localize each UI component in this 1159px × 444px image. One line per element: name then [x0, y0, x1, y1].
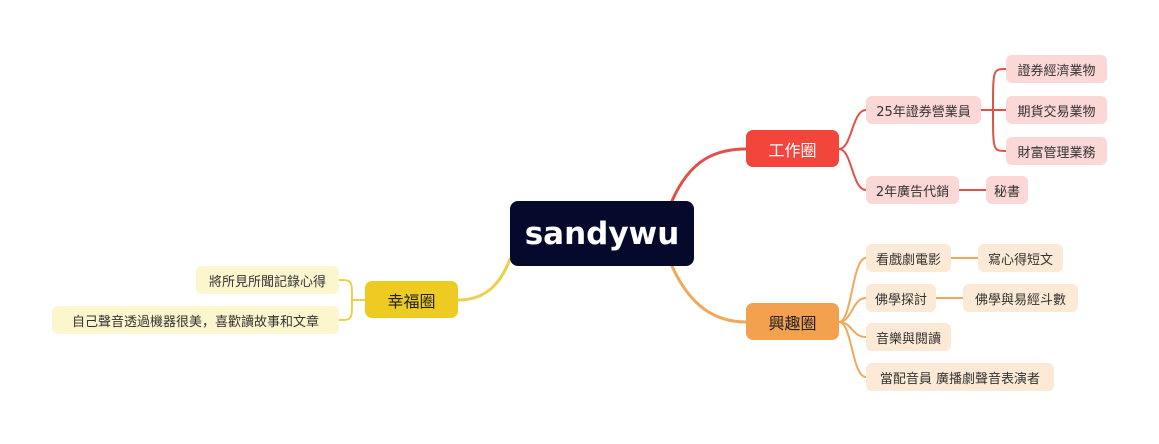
topic-securities-business[interactable]: 證券經濟業物 [1006, 55, 1107, 83]
branch-happiness-circle[interactable]: 幸福圈 [365, 281, 458, 318]
link-root-happy [456, 257, 512, 302]
branch-interest-circle[interactable]: 興趣圈 [746, 303, 839, 340]
link-interest-voice [838, 321, 867, 378]
link-work-securities [838, 109, 867, 150]
topic-music-reading[interactable]: 音樂與閱讀 [866, 323, 951, 351]
link-work-ads [838, 148, 867, 191]
branch-work-circle[interactable]: 工作圈 [746, 130, 839, 167]
topic-voice-actor[interactable]: 當配音員 廣播劇聲音表演者 [866, 363, 1054, 391]
link-securities-items [980, 68, 1007, 152]
topic-securities-broker[interactable]: 25年證券營業員 [866, 96, 981, 124]
topic-buddhism-iching[interactable]: 佛學與易經斗數 [963, 284, 1078, 312]
link-interest-drama [838, 257, 867, 323]
topic-futures-business[interactable]: 期貨交易業物 [1006, 96, 1107, 124]
link-happy-items [338, 279, 366, 321]
topic-reading-voice[interactable]: 自己聲音透過機器很美，喜歡讀故事和文章 [52, 306, 339, 334]
link-root-work [670, 147, 748, 203]
topic-write-essays[interactable]: 寫心得短文 [978, 244, 1063, 272]
link-root-interest [670, 264, 748, 324]
topic-wealth-management[interactable]: 財富管理業務 [1006, 137, 1107, 165]
topic-record-thoughts[interactable]: 將所見所聞記錄心得 [196, 266, 339, 294]
topic-advertising-sales[interactable]: 2年廣告代銷 [866, 176, 959, 204]
root-topic[interactable]: sandywu [510, 201, 694, 266]
topic-drama-movies[interactable]: 看戲劇電影 [866, 244, 951, 272]
topic-secretary[interactable]: 秘書 [986, 176, 1028, 204]
topic-buddhism-study[interactable]: 佛學探討 [866, 284, 936, 312]
